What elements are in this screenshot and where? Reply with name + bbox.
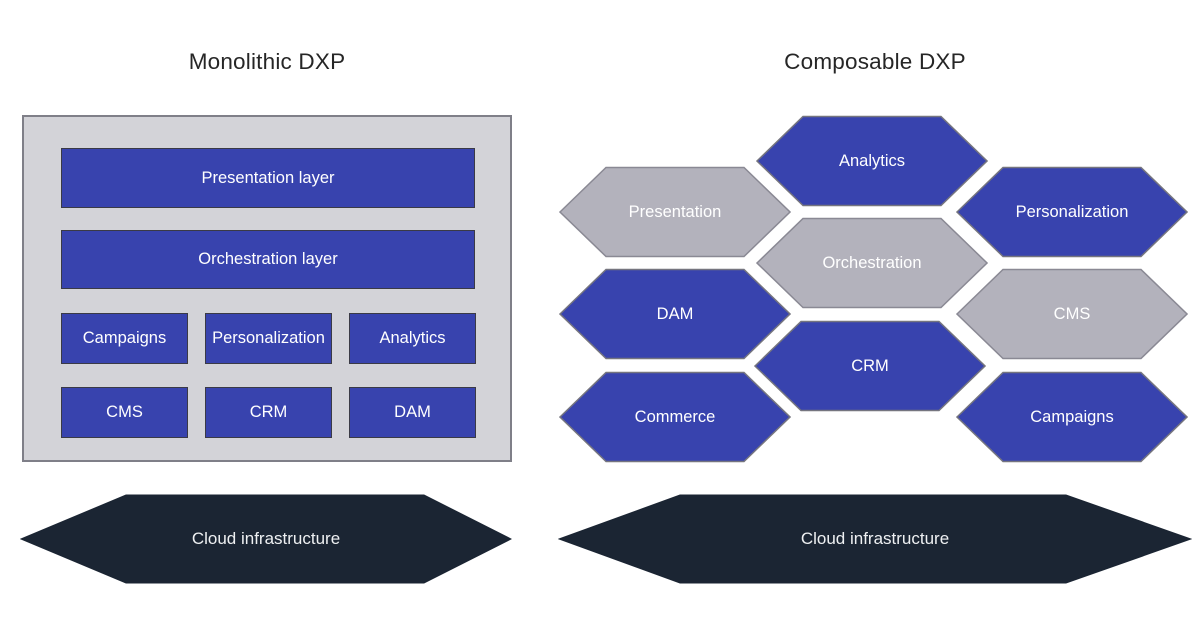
hexagon-shape [956, 166, 1188, 258]
composable-title: Composable DXP [784, 49, 966, 74]
module-box-crm: CRM [205, 387, 332, 438]
cloud-infrastructure-right: Cloud infrastructure [558, 494, 1192, 584]
hexagon-label: Orchestration [822, 253, 922, 272]
monolithic-title: Monolithic DXP [188, 49, 346, 74]
cloud-infrastructure-label: Cloud infrastructure [191, 529, 341, 548]
hexagon-personalization: Personalization [956, 166, 1188, 258]
hexagon-shape [956, 268, 1188, 360]
hexagon-label: Personalization [1015, 202, 1129, 221]
hexagon-label: CRM [851, 356, 889, 375]
module-box-personalization: Personalization [205, 313, 332, 364]
presentation-layer-bar: Presentation layer [61, 148, 475, 208]
orchestration-layer-bar: Orchestration layer [61, 230, 475, 289]
hexagon-shape [559, 268, 791, 360]
module-box-campaigns: Campaigns [61, 313, 188, 364]
hexagon-shape [559, 371, 791, 463]
hexagon-shape [559, 166, 791, 258]
cloud-hexagon-shape [20, 494, 512, 584]
hexagon-label: DAM [656, 304, 694, 323]
cloud-infrastructure-label: Cloud infrastructure [800, 529, 950, 548]
hexagon-label: Analytics [838, 151, 906, 170]
hexagon-crm: CRM [754, 320, 986, 412]
hexagon-dam: DAM [559, 268, 791, 360]
module-box-dam: DAM [349, 387, 476, 438]
monolithic-container: Presentation layer Orchestration layer C… [22, 115, 512, 462]
module-box-analytics: Analytics [349, 313, 476, 364]
cloud-infrastructure-left: Cloud infrastructure [20, 494, 512, 584]
hexagon-campaigns: Campaigns [956, 371, 1188, 463]
module-box-cms: CMS [61, 387, 188, 438]
hexagon-shape [756, 115, 988, 207]
hexagon-shape [756, 217, 988, 309]
hexagon-cms: CMS [956, 268, 1188, 360]
hexagon-label: Presentation [628, 202, 722, 221]
hexagon-shape [754, 320, 986, 412]
hexagon-analytics: Analytics [756, 115, 988, 207]
hexagon-commerce: Commerce [559, 371, 791, 463]
cloud-hexagon-shape [558, 494, 1192, 584]
hexagon-shape [956, 371, 1188, 463]
hexagon-label: Commerce [634, 407, 716, 426]
hexagon-orchestration: Orchestration [756, 217, 988, 309]
hexagon-presentation: Presentation [559, 166, 791, 258]
hexagon-label: CMS [1053, 304, 1091, 323]
hexagon-label: Campaigns [1030, 407, 1114, 426]
